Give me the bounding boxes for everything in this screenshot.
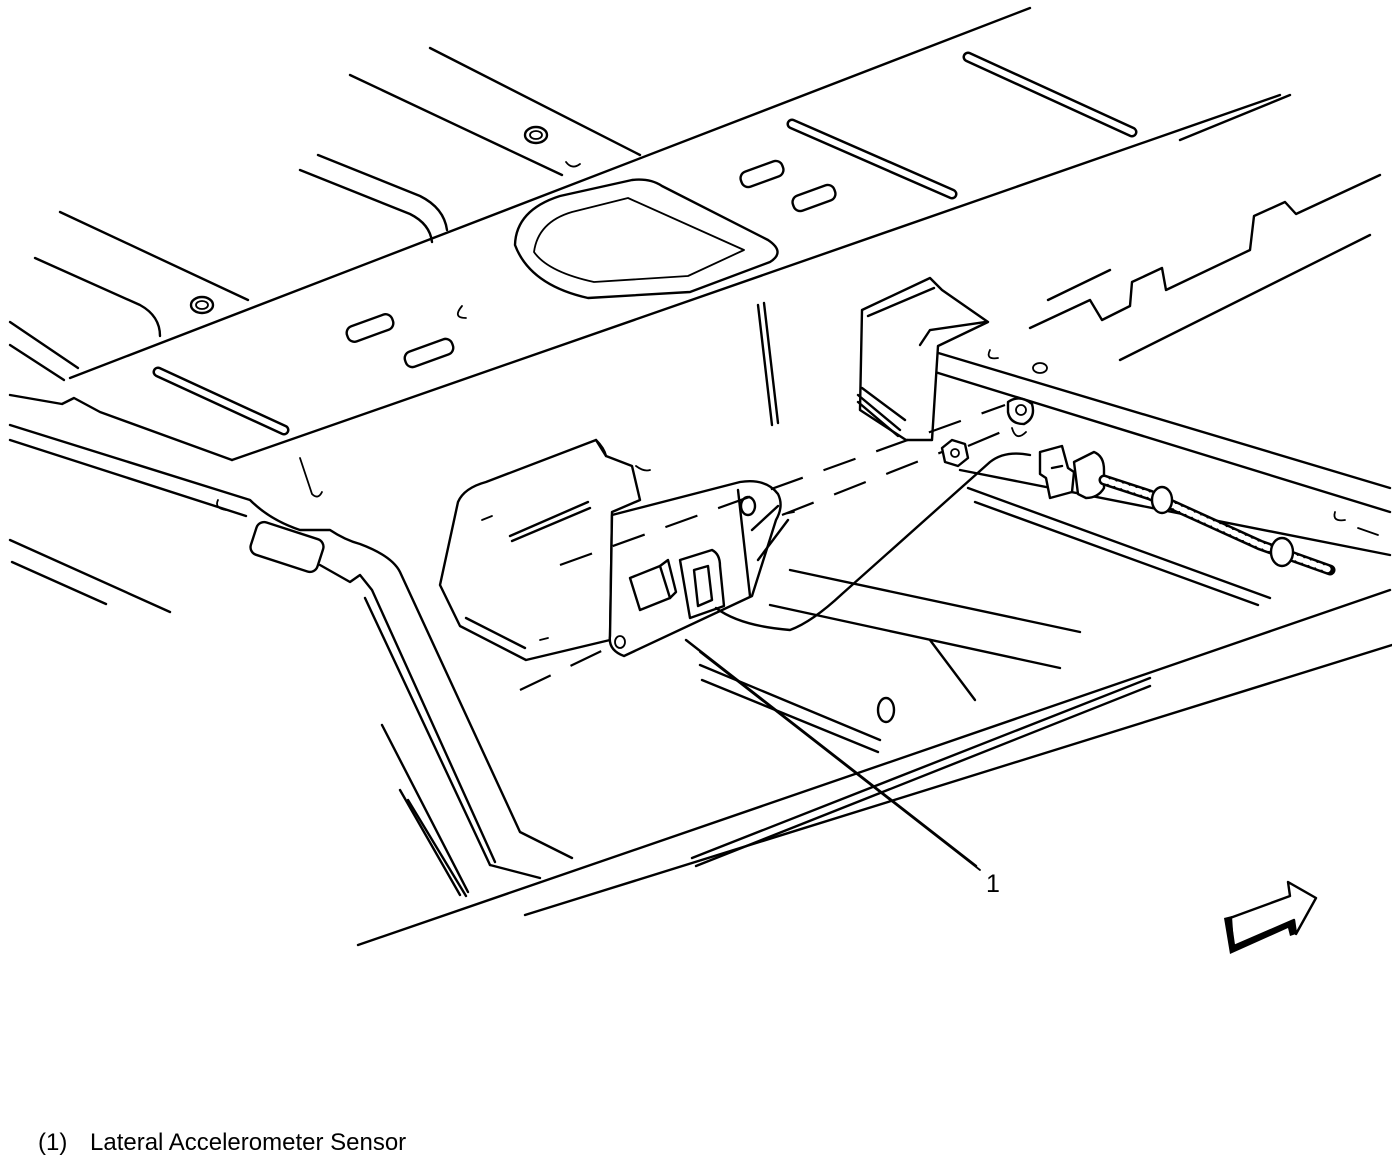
legend-number: (1) bbox=[38, 1129, 68, 1156]
callout-label: 1 bbox=[986, 870, 1000, 898]
mounting-hardware bbox=[519, 397, 1035, 691]
frame-rail-left bbox=[8, 423, 574, 898]
legend-label: Lateral Accelerometer Sensor bbox=[90, 1129, 407, 1156]
wiring-harness bbox=[714, 444, 1336, 632]
floor-front-edge bbox=[356, 568, 1392, 947]
lateral-accelerometer-sensor bbox=[608, 480, 795, 658]
callout-1: 1 bbox=[684, 638, 1000, 898]
legend: (1) Lateral Accelerometer Sensor bbox=[38, 1128, 406, 1158]
frame-mounting-bracket bbox=[856, 276, 990, 442]
component-location-diagram: 1 bbox=[8, 6, 1392, 954]
cross-member bbox=[8, 6, 1282, 511]
direction-arrow-icon bbox=[1224, 880, 1318, 954]
frame-rail-right bbox=[933, 349, 1392, 607]
floor-panel-lines bbox=[8, 46, 1382, 614]
